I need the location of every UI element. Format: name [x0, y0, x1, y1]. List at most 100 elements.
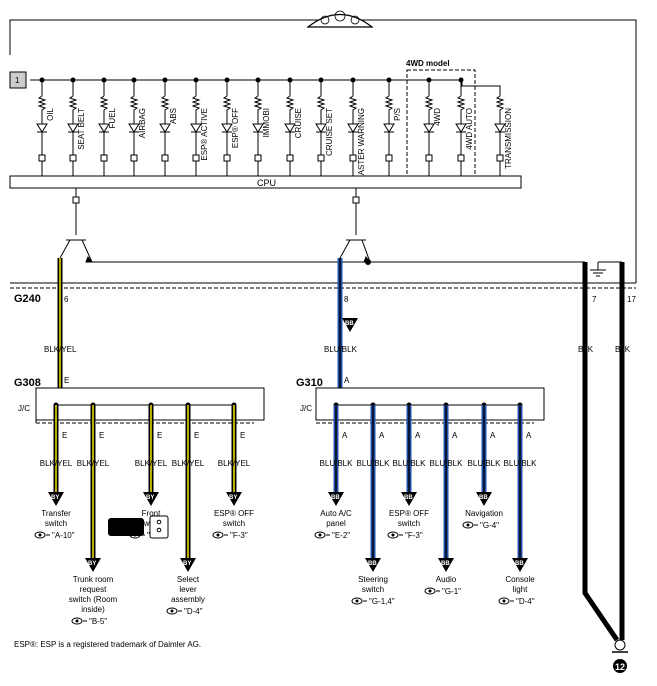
svg-text:BB: BB: [515, 561, 524, 567]
see-ref-icon: "B-5": [71, 617, 107, 626]
pin-7: 7: [592, 295, 597, 304]
branch-label: ESP® OFF: [389, 509, 429, 518]
cpu-label: CPU: [257, 178, 276, 188]
indicator-label: IMMOBI: [262, 108, 271, 137]
branch-label: Trunk room: [73, 575, 114, 584]
ref-text: "G-4": [480, 521, 499, 530]
svg-text:BB: BB: [368, 561, 377, 567]
svg-text:BLU/BLK: BLU/BLK: [393, 459, 427, 468]
svg-text:A: A: [379, 431, 385, 440]
indicator-6: ESP® OFF: [221, 77, 240, 176]
connector-g240: G240 6 8 7 17: [10, 282, 636, 305]
ref-text: "G-1,4": [369, 597, 395, 606]
branch-label: inside): [81, 605, 105, 614]
4wd-model-label: 4WD model: [406, 59, 450, 68]
indicator-label: SEAT BELT: [77, 108, 86, 150]
branch-label: request: [80, 585, 107, 594]
branch-label: Audio: [436, 575, 457, 584]
trademark-footnote: ESP®: ESP is a registered trademark of D…: [14, 640, 202, 649]
branch-label: switch (Room: [69, 595, 118, 604]
cluster-ref-label: 1: [15, 76, 20, 85]
transistor-right: [339, 188, 372, 265]
indicator-1: SEAT BELT: [67, 77, 86, 176]
see-ref-icon: "D-4": [166, 607, 203, 616]
branch-label: light: [513, 585, 528, 594]
indicator-12: 4WD: [423, 77, 442, 176]
see-ref-icon: "A-10": [34, 531, 75, 540]
cluster-ref-box: 1: [9, 71, 36, 89]
ref-arrow-by: BY: [226, 492, 242, 506]
wire-label-blk-1: BLK: [578, 345, 594, 354]
wire-label-blkyel: BLK/YEL: [44, 345, 77, 354]
indicator-14: TRANSMISSION: [461, 80, 513, 176]
branch-label: switch: [398, 519, 420, 528]
svg-text:A: A: [526, 431, 532, 440]
ref-text: "F-3": [230, 531, 248, 540]
ref-arrow-by: BY: [180, 558, 196, 572]
indicator-label: ABS: [169, 108, 178, 124]
svg-text:BLK/YEL: BLK/YEL: [172, 459, 205, 468]
svg-text:A: A: [490, 431, 496, 440]
svg-text:BB: BB: [441, 561, 450, 567]
ground-number: 12: [615, 662, 625, 672]
svg-text:BB: BB: [404, 495, 413, 501]
branch-label: assembly: [171, 595, 205, 604]
connector-g310: G310 A J/C: [296, 376, 545, 424]
branch-label: switch: [223, 519, 245, 528]
branch-label: lever: [179, 585, 197, 594]
indicator-13: 4WD AUTO: [455, 77, 474, 176]
left-branch-group: EBLK/YELBYTransferswitch"A-10"EBLK/YELBY…: [34, 402, 254, 626]
ref-arrow-bb: BB: [512, 558, 528, 572]
connector-g308: G308 E J/C: [14, 376, 265, 424]
see-ref-icon: "G-1,4": [351, 597, 395, 606]
svg-text:BY: BY: [88, 561, 96, 567]
ground-symbol-top: [590, 261, 622, 277]
svg-text:BLU/BLK: BLU/BLK: [504, 459, 538, 468]
see-ref-icon: "G-4": [462, 521, 499, 530]
branch-label: Front: [142, 509, 161, 518]
indicator-label: TRANSMISSION: [504, 108, 513, 169]
see-ref-icon: "D-4": [498, 597, 535, 606]
svg-text:E: E: [240, 431, 245, 440]
pin-17: 17: [627, 295, 636, 304]
branch-label: Steering: [358, 575, 388, 584]
svg-text:E: E: [194, 431, 199, 440]
ref-arrow-bb-top: BB: [342, 318, 358, 332]
indicator-label: AIRBAG: [138, 108, 147, 138]
pin-6: 6: [64, 295, 69, 304]
svg-text:BB: BB: [479, 495, 488, 501]
ref-arrow-bb: BB: [476, 492, 492, 506]
indicator-label: CRUISE: [294, 108, 303, 138]
indicator-label: 4WD AUTO: [465, 108, 474, 150]
g308-pin: E: [64, 376, 69, 385]
ref-arrow-bb: BB: [401, 492, 417, 506]
svg-text:BB: BB: [345, 321, 354, 327]
svg-text:A: A: [452, 431, 458, 440]
svg-text:E: E: [157, 431, 162, 440]
g240-label: G240: [14, 293, 41, 305]
svg-text:BY: BY: [51, 495, 59, 501]
wire-blk-ground: BLK BLK: [578, 262, 631, 642]
ref-arrow-bb: BB: [438, 558, 454, 572]
svg-text:BLU/BLK: BLU/BLK: [357, 459, 391, 468]
ref-text: "B-5": [89, 617, 107, 626]
indicator-0: OIL: [36, 77, 55, 176]
g310-label: G310: [296, 377, 323, 389]
see-ref-icon: "F-3": [387, 531, 423, 540]
see-ref-icon: "G-1": [424, 587, 461, 596]
ref-text: "D-4": [516, 597, 535, 606]
svg-text:BLU/BLK: BLU/BLK: [430, 459, 464, 468]
branch-label: Transfer: [41, 509, 71, 518]
indicator-10: MASTER WARNING: [347, 77, 366, 182]
ref-text: "D-4": [184, 607, 203, 616]
svg-text:A: A: [415, 431, 421, 440]
svg-text:BLU/BLK: BLU/BLK: [320, 459, 354, 468]
transistor-left: [59, 188, 585, 263]
svg-text:A: A: [342, 431, 348, 440]
